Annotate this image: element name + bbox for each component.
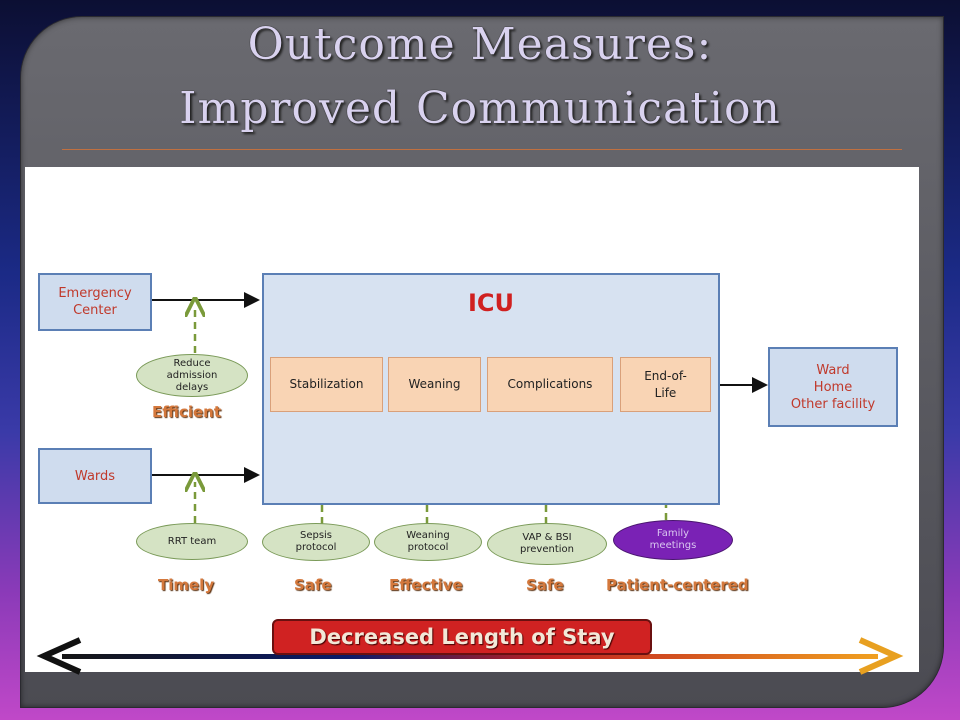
destination-box: Ward Home Other facility [768, 347, 898, 427]
reduce-admission-delays-oval: Reduce admission delays [136, 354, 248, 397]
slide-title-line-1: Outcome Measures: [247, 19, 713, 70]
decreased-length-of-stay-banner: Decreased Length of Stay [272, 619, 652, 655]
title-divider [62, 149, 902, 150]
stage-weaning: Weaning [388, 357, 481, 412]
wards-box: Wards [38, 448, 152, 504]
rrt-team-oval: RRT team [136, 523, 248, 560]
stage-stabilization: Stabilization [270, 357, 383, 412]
weaning-protocol-oval: Weaning protocol [374, 523, 482, 561]
stage-end-of-life: End-of- Life [620, 357, 711, 412]
quality-safe-vap: Safe [526, 576, 564, 594]
sepsis-protocol-oval: Sepsis protocol [262, 523, 370, 561]
length-of-stay-arrow [36, 637, 904, 675]
family-meetings-oval: Family meetings [613, 520, 733, 560]
vap-bsi-prevention-oval: VAP & BSI prevention [487, 523, 607, 565]
quality-efficient: Efficient [152, 403, 222, 421]
slide-title-line-2: Improved Communication [179, 83, 781, 134]
stage-complications: Complications [487, 357, 613, 412]
emergency-center-box: Emergency Center [38, 273, 152, 331]
quality-timely: Timely [158, 576, 215, 594]
quality-patient-centered: Patient-centered [606, 576, 749, 594]
quality-safe-sepsis: Safe [294, 576, 332, 594]
icu-label: ICU [467, 289, 515, 317]
quality-effective: Effective [389, 576, 463, 594]
